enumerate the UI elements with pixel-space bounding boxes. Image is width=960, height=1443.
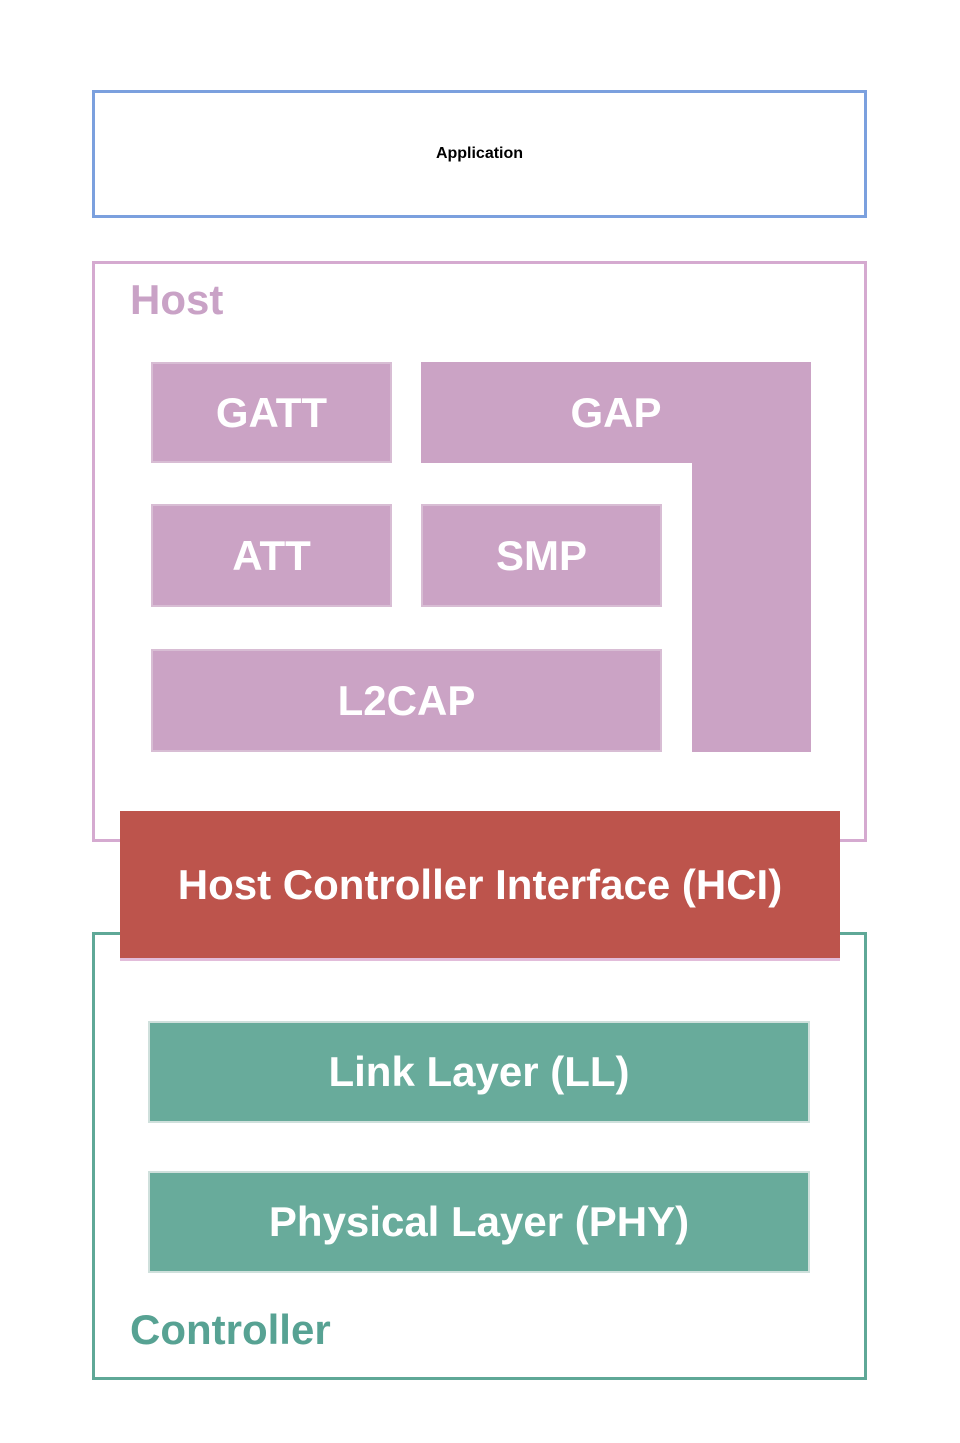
application-label: Application (435, 145, 524, 162)
link-layer-label: Link Layer (LL) (328, 1048, 630, 1095)
gap-label: GAP (570, 388, 662, 436)
gap-label-band: GAP (421, 362, 811, 463)
physical-layer-label: Physical Layer (PHY) (268, 1198, 690, 1245)
att-label: ATT (232, 531, 311, 579)
gatt-block: GATT (151, 362, 392, 463)
att-block: ATT (151, 504, 392, 607)
host-label: Host (130, 276, 224, 323)
hci-label: Host Controller Interface (HCI) (177, 860, 783, 908)
physical-layer-block: Physical Layer (PHY) (148, 1171, 810, 1273)
smp-block: SMP (421, 504, 662, 607)
application-box: Application (92, 90, 867, 218)
link-layer-block: Link Layer (LL) (148, 1021, 810, 1123)
l2cap-block: L2CAP (151, 649, 662, 752)
l2cap-label: L2CAP (337, 676, 476, 724)
gatt-label: GATT (215, 388, 328, 436)
smp-label: SMP (495, 531, 587, 579)
hci-block: Host Controller Interface (HCI) (120, 811, 840, 961)
controller-label: Controller (130, 1306, 331, 1353)
